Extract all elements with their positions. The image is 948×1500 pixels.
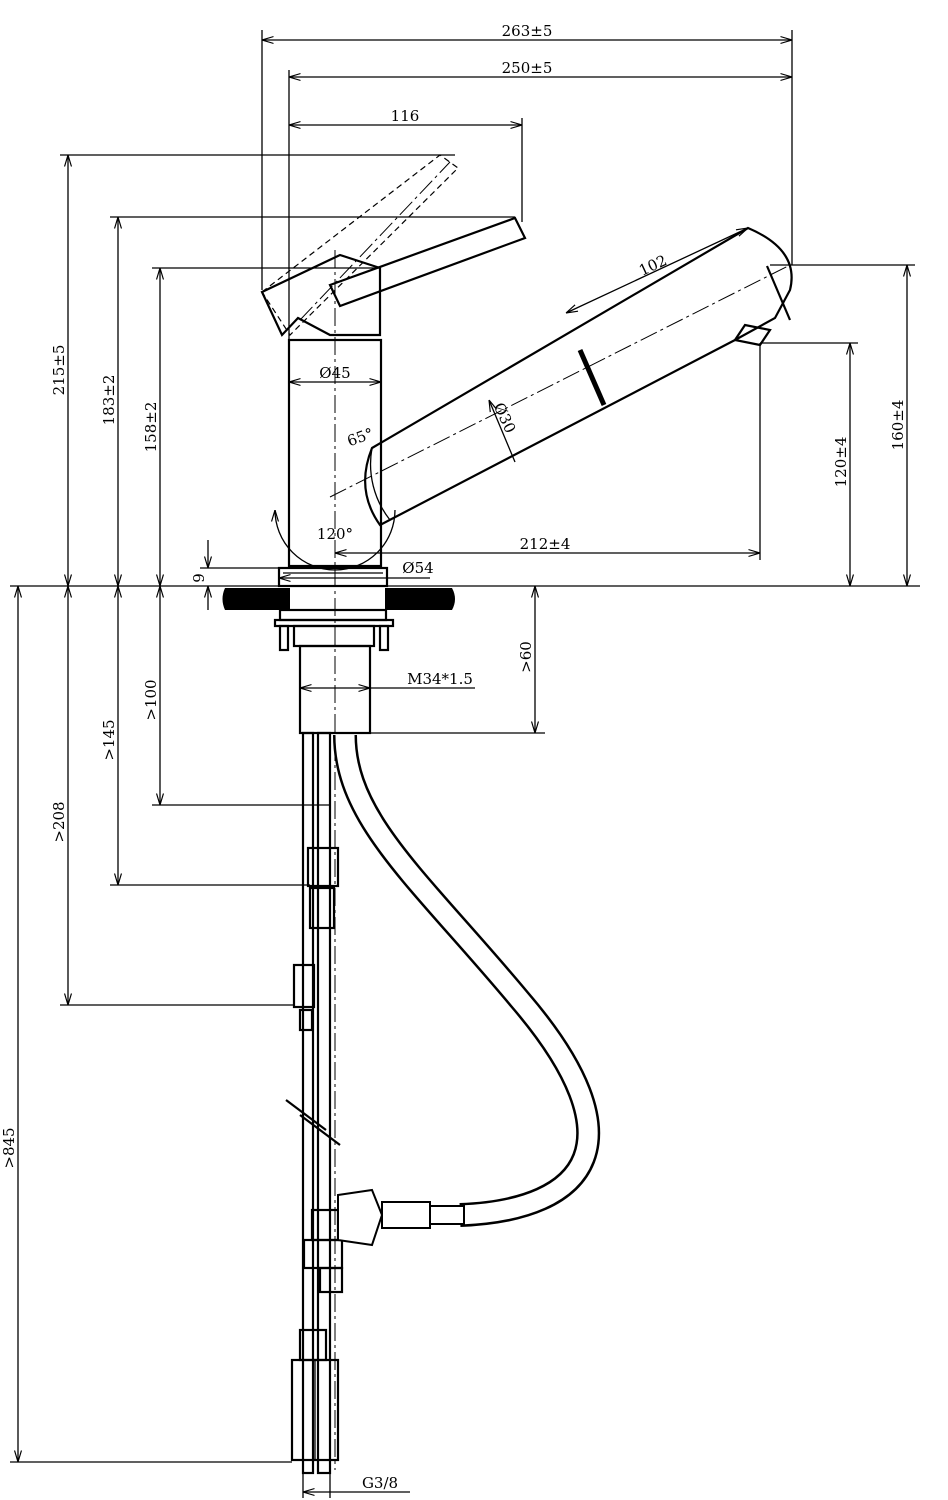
dim-outlet-reach: 212±4 (520, 535, 571, 553)
dim-outlet-height: 120±4 (832, 437, 850, 488)
dim-body-height: 158±2 (142, 402, 160, 453)
supply-pipes (285, 731, 344, 1475)
dim-body-diameter: Ø45 (319, 364, 350, 382)
dim-lever-reach: 116 (391, 107, 420, 125)
dim-overall-width: 263±5 (502, 22, 553, 40)
dimension-lines (10, 30, 915, 1498)
pull-out-hose (333, 734, 601, 1247)
spout (275, 226, 793, 571)
dim-depth-100: >100 (142, 679, 160, 720)
dim-spout-diameter: Ø30 (490, 400, 520, 436)
dim-spout-height: 160±4 (889, 400, 907, 451)
dim-lever-raised-height: 215±5 (50, 345, 68, 396)
dim-depth-145: >145 (100, 719, 118, 760)
dim-base-height: 9 (190, 573, 208, 583)
faucet-body (260, 250, 389, 1470)
dim-lever-height: 183±2 (100, 375, 118, 426)
lever (261, 154, 527, 336)
mounting-assembly (273, 608, 395, 735)
countertop (10, 585, 920, 610)
dim-spray-head-length: 102 (636, 251, 670, 279)
dim-connection: G3/8 (362, 1474, 398, 1492)
dim-thread: M34*1.5 (407, 670, 473, 688)
dim-spout-angle: 65° (345, 424, 376, 450)
dim-hose-length: >845 (0, 1127, 18, 1168)
dim-spout-reach: 250±5 (502, 59, 553, 77)
dim-swivel-angle: 120° (317, 525, 353, 543)
dim-depth-208: >208 (50, 801, 68, 842)
dim-shank-length: >60 (517, 641, 535, 673)
dim-base-diameter: Ø54 (402, 559, 433, 577)
